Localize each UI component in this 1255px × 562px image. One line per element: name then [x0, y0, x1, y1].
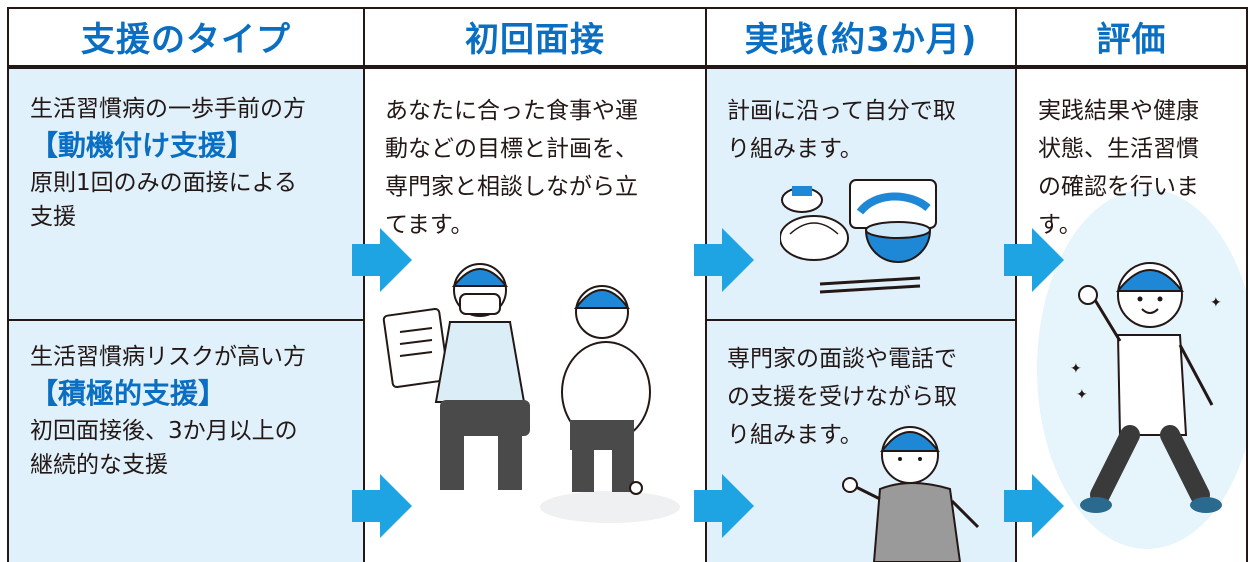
- practice-supported-line-3: り組みます。: [727, 422, 863, 448]
- evaluation-line-3: の確認を行いま: [1038, 174, 1199, 200]
- arrow-right-icon: [694, 474, 754, 538]
- evaluation-line-1: 実践結果や健康: [1038, 98, 1199, 124]
- arrow-right-icon: [352, 228, 412, 292]
- motivation-support-name: 【動機付け支援】: [30, 129, 255, 162]
- active-support-text: 生活習慣病リスクが高い方 【積極的支援】 初回面接後、3か月以上の 継続的な支援: [30, 340, 360, 482]
- practice-self-line-2: り組みます。: [727, 136, 863, 162]
- consultation-icon: [382, 263, 680, 523]
- diagram-frame: [7, 7, 1248, 562]
- active-target: 生活習慣病リスクが高い方: [30, 344, 306, 370]
- header-practice: 実践(約3か月): [707, 7, 1015, 67]
- arrow-right-icon: [352, 474, 412, 538]
- motivation-desc-2: 支援: [30, 204, 76, 230]
- arrow-right-icon: [1004, 474, 1064, 538]
- arrow-right-icon: [1004, 228, 1064, 292]
- active-desc-1: 初回面接後、3か月以上の: [30, 418, 298, 444]
- exercising-person-icon: [842, 426, 980, 562]
- evaluation-line-2: 状態、生活習慣: [1038, 136, 1199, 162]
- header-support-type: 支援のタイプ: [9, 7, 363, 67]
- initial-interview-line-2: 動などの目標と計画を、: [385, 136, 638, 162]
- svg-text:✦: ✦: [1076, 387, 1088, 403]
- motivation-target: 生活習慣病の一歩手前の方: [30, 96, 306, 122]
- initial-interview-text: あなたに合った食事や運 動などの目標と計画を、 専門家と相談しながら立 てます。: [385, 92, 705, 244]
- active-support-name: 【積極的支援】: [30, 377, 227, 410]
- practice-supported-text: 専門家の面談や電話で の支援を受けながら取 り組みます。: [727, 340, 1012, 454]
- svg-text:✦: ✦: [1070, 361, 1082, 377]
- support-type-cell-top: [9, 69, 363, 319]
- evaluation-line-4: す。: [1038, 212, 1082, 238]
- practice-cell-bottom: [707, 321, 1015, 562]
- initial-interview-line-3: 専門家と相談しながら立: [385, 174, 638, 200]
- initial-interview-line-4: てます。: [385, 212, 474, 238]
- header-initial-interview: 初回面接: [365, 7, 705, 67]
- arrow-right-icon: [694, 228, 754, 292]
- svg-text:✦: ✦: [1210, 295, 1222, 311]
- practice-self-line-1: 計画に沿って自分で取: [727, 98, 956, 124]
- practice-supported-line-1: 専門家の面談や電話で: [727, 346, 957, 372]
- practice-self-text: 計画に沿って自分で取 り組みます。: [727, 92, 1012, 168]
- motivation-desc-1: 原則1回のみの面接による: [30, 170, 297, 196]
- meal-icon: [780, 179, 937, 294]
- practice-supported-line-2: の支援を受けながら取: [727, 384, 957, 410]
- motivation-support-text: 生活習慣病の一歩手前の方 【動機付け支援】 原則1回のみの面接による 支援: [30, 92, 360, 234]
- support-type-cell-bottom: [9, 321, 363, 562]
- happy-person-icon: ✦ ✦ ✦: [1070, 262, 1222, 513]
- header-evaluation: 評価: [1017, 7, 1246, 67]
- active-desc-2: 継続的な支援: [30, 452, 168, 478]
- evaluation-text: 実践結果や健康 状態、生活習慣 の確認を行いま す。: [1038, 92, 1243, 244]
- initial-interview-line-1: あなたに合った食事や運: [385, 98, 638, 124]
